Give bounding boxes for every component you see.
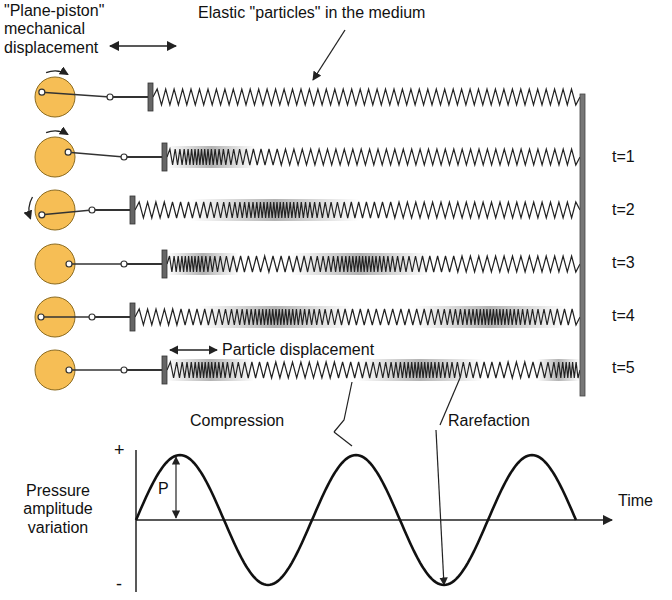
label: t=4 <box>612 307 635 325</box>
label: Particle displacement <box>222 341 374 359</box>
leader-line <box>334 432 352 446</box>
crank-pin <box>38 314 44 320</box>
piston-plate <box>162 356 167 384</box>
wheel <box>35 244 75 284</box>
label: t=2 <box>612 201 635 219</box>
joint <box>107 94 113 100</box>
piston-plate <box>162 250 167 278</box>
label: t=5 <box>612 359 635 377</box>
joint <box>121 261 127 267</box>
rotation-arrow <box>46 131 68 134</box>
wheel <box>35 190 75 230</box>
crank-rod <box>68 152 124 157</box>
label: Time <box>618 492 653 510</box>
crank-rod <box>42 92 110 97</box>
piston-rod <box>124 263 162 265</box>
spring <box>153 89 580 105</box>
piston-plate <box>130 303 135 331</box>
crank-pin <box>66 261 72 267</box>
time-axis <box>136 519 612 521</box>
joint <box>89 314 95 320</box>
piston-rod <box>124 156 162 158</box>
label: t=1 <box>612 148 635 166</box>
crank-pin <box>65 149 71 155</box>
amplitude-arrow <box>175 457 176 518</box>
piston-rod <box>92 209 130 211</box>
label: Compression <box>190 412 284 430</box>
pressure-wave <box>136 455 576 585</box>
label: + <box>114 440 125 461</box>
piston-plate <box>130 196 135 224</box>
label: P <box>158 480 169 498</box>
spring <box>135 309 580 325</box>
spring <box>167 256 580 272</box>
spring <box>135 202 580 218</box>
joint <box>89 207 95 213</box>
crank-rod <box>69 263 124 265</box>
crank-pin <box>66 367 72 373</box>
crank-pin <box>39 212 45 218</box>
label: Pressure amplitude variation <box>2 482 114 537</box>
crank-rod <box>42 210 92 215</box>
joint <box>121 367 127 373</box>
leader-line <box>334 382 352 432</box>
crank-pin <box>39 89 45 95</box>
particle-arrow <box>170 349 217 350</box>
spring <box>167 362 580 378</box>
label: Rarefaction <box>448 412 530 430</box>
displacement-arrow <box>110 45 176 47</box>
y-axis <box>135 450 137 592</box>
crank-rod <box>41 316 92 318</box>
wheel <box>35 137 75 177</box>
piston-plate <box>148 83 153 111</box>
wall <box>580 94 585 396</box>
wheel <box>35 350 75 390</box>
piston-plate <box>162 143 167 171</box>
piston-rod <box>110 96 148 98</box>
label: t=3 <box>612 254 635 272</box>
label: "Plane-piston" mechanical displacement <box>4 2 179 57</box>
label: - <box>116 574 122 595</box>
spring <box>167 149 580 165</box>
rotation-arrow <box>46 71 68 74</box>
label: Elastic "particles" in the medium <box>198 4 425 22</box>
piston-rod <box>124 369 162 371</box>
wheel <box>35 77 75 117</box>
joint <box>121 154 127 160</box>
crank-rod <box>69 369 124 371</box>
leader-line <box>436 430 444 585</box>
rotation-arrow <box>29 197 32 219</box>
leader-line <box>313 30 345 80</box>
piston-rod <box>92 316 130 318</box>
